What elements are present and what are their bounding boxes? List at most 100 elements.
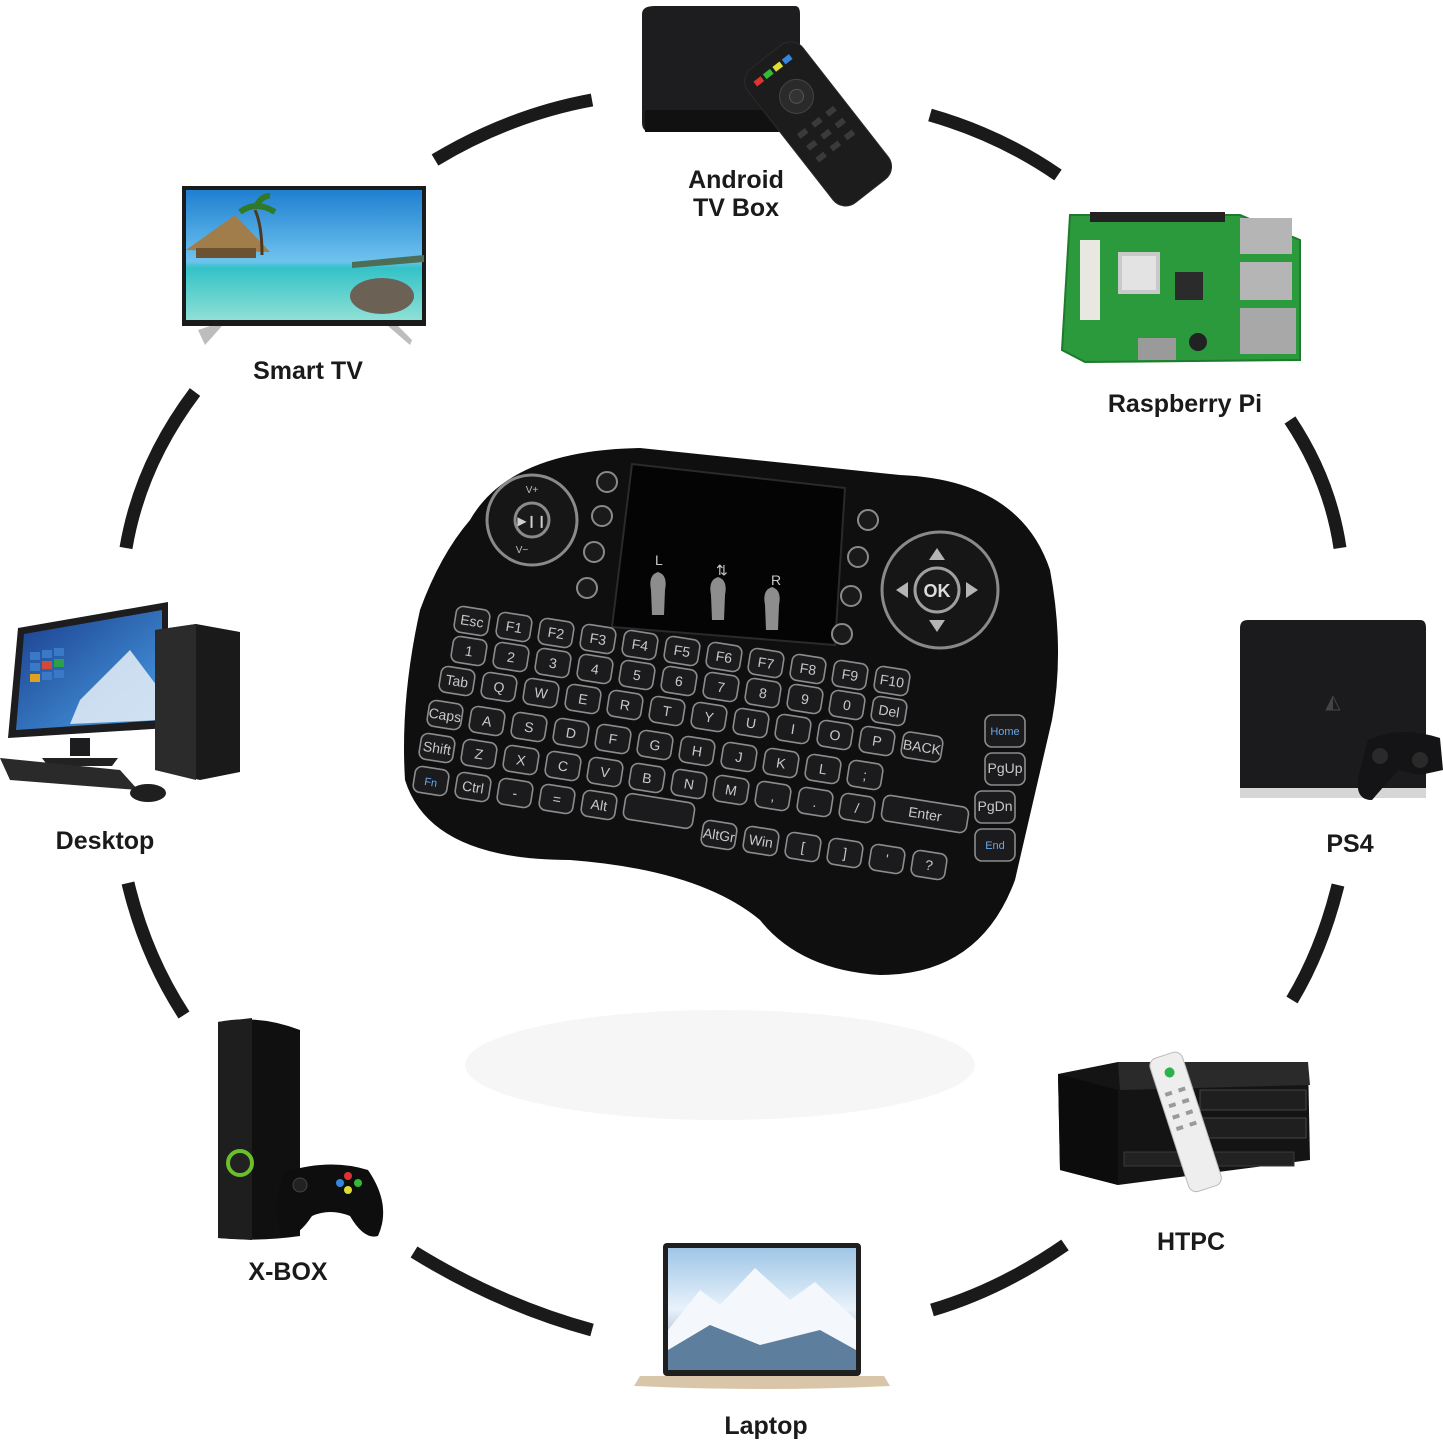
keyboard-key-label: H [691,742,704,759]
keyboard-key: Ctrl [454,771,492,803]
htpc-icon [1058,1051,1310,1193]
keyboard-key: F2 [537,617,575,649]
xbox-label: X-BOX [248,1258,328,1286]
keyboard-key: F3 [579,623,617,655]
keyboard-key: 2 [492,641,530,673]
keyboard-key: 6 [660,665,698,697]
keyboard-key: U [732,707,770,739]
keyboard-key-label: F1 [505,618,524,636]
touchpad-right-label: R [771,572,781,588]
ring-segment [1286,883,1345,1004]
keyboard-key: F6 [705,641,743,673]
keyboard-key: BACK [900,731,944,763]
keyboard-key-label: F10 [879,671,906,691]
keyboard-key: G [636,729,674,761]
keyboard-key-label: 9 [800,690,810,707]
keyboard-key: , [754,780,792,812]
keyboard-key-label: AltGr [702,825,736,846]
keyboard-key: 0 [828,689,866,721]
keyboard-key-label: I [790,721,796,737]
ring-segment [121,881,190,1019]
keyboard-side-key: End [974,828,1016,862]
keyboard-key-label: F4 [631,636,650,654]
keyboard-key: F7 [747,647,785,679]
keyboard-key: Q [480,671,518,703]
keyboard-key: . [796,786,834,818]
raspberry-pi-icon [1060,212,1301,364]
keyboard-key-label: 3 [548,654,558,671]
keyboard-key-label: S [523,718,535,735]
ok-button-label: OK [924,581,951,601]
ring-segment [930,1239,1069,1317]
keyboard-key: Z [460,738,498,770]
keyboard-key: [ [784,831,822,863]
keyboard-key-label: F5 [673,642,692,660]
touchpad-left-label: L [655,552,663,568]
keyboard-key-label: . [812,794,818,810]
keyboard-shadow [465,1010,975,1120]
keyboard-key-label: / [854,800,860,816]
keyboard-key-label: Q [492,678,505,696]
keyboard-key: J [720,741,758,773]
keyboard-key-label: 4 [590,660,600,677]
keyboard-key: H [678,735,716,767]
keyboard-key-label: C [557,757,570,774]
keyboard-key-label: F9 [841,666,860,684]
keyboard-key-label: 6 [674,672,684,689]
keyboard-key: F4 [621,629,659,661]
keyboard-key-label: Esc [459,611,485,630]
keyboard-key-label: Shift [422,738,452,758]
keyboard-key: Caps [426,699,464,731]
keyboard-key: ; [846,759,884,791]
keyboard-key: W [522,677,560,709]
keyboard-key: ] [826,837,864,869]
keyboard-key: F5 [663,635,701,667]
ring-segment [410,1246,594,1337]
keyboard-key: X [502,744,540,776]
keyboard-key-label: N [683,775,696,792]
keyboard-key-label: G [648,736,661,754]
android-tv-box-label-line2: TV Box [692,194,780,222]
ring-segment [928,108,1062,181]
keyboard-key-label: L [818,760,828,777]
keyboard-key: 3 [534,647,572,679]
keyboard-key-label: Del [877,701,900,720]
keyboard-side-key: PgDn [974,790,1016,824]
keyboard-key-label: B [641,769,653,786]
keyboard-key: 8 [744,677,782,709]
keyboard-key: I [774,713,812,745]
keyboard-key-label: F [608,730,619,747]
smart-tv-label: Smart TV [253,357,363,385]
ps4-label: PS4 [1326,830,1374,858]
keyboard-key-label: 5 [632,666,642,683]
keyboard-key-label: F6 [715,648,734,666]
keyboard-key-label: Enter [907,803,943,824]
keyboard-key: R [606,689,644,721]
android-tv-box-label: Android TV Box [684,166,788,222]
keyboard-key: M [712,774,750,806]
keyboard-key: Del [870,695,908,727]
android-tv-box-label-line1: Android [688,166,784,194]
ring-segment [1284,416,1347,549]
keyboard-key: Enter [880,794,970,834]
keyboard-key-label: ' [884,851,889,867]
keyboard-key-label: = [552,790,563,807]
keyboard-key [622,792,696,830]
keyboard-side-key-label: PgDn [977,798,1012,814]
htpc-label: HTPC [1156,1228,1226,1256]
keyboard-key-label: [ [800,839,806,855]
keyboard-key-label: F2 [547,624,566,642]
keyboard-key-label: X [515,751,527,768]
keyboard-key: 9 [786,683,824,715]
desktop-icon [0,602,240,802]
keyboard-key: ' [868,843,906,875]
volume-down-label: V− [516,545,529,556]
keyboard-key: P [858,725,896,757]
keyboard-side-key-label: End [985,840,1005,852]
keyboard-key-label: O [828,726,841,744]
keyboard-side-key-label: Home [990,726,1019,738]
keyboard-key: E [564,683,602,715]
keyboard-key: 5 [618,659,656,691]
